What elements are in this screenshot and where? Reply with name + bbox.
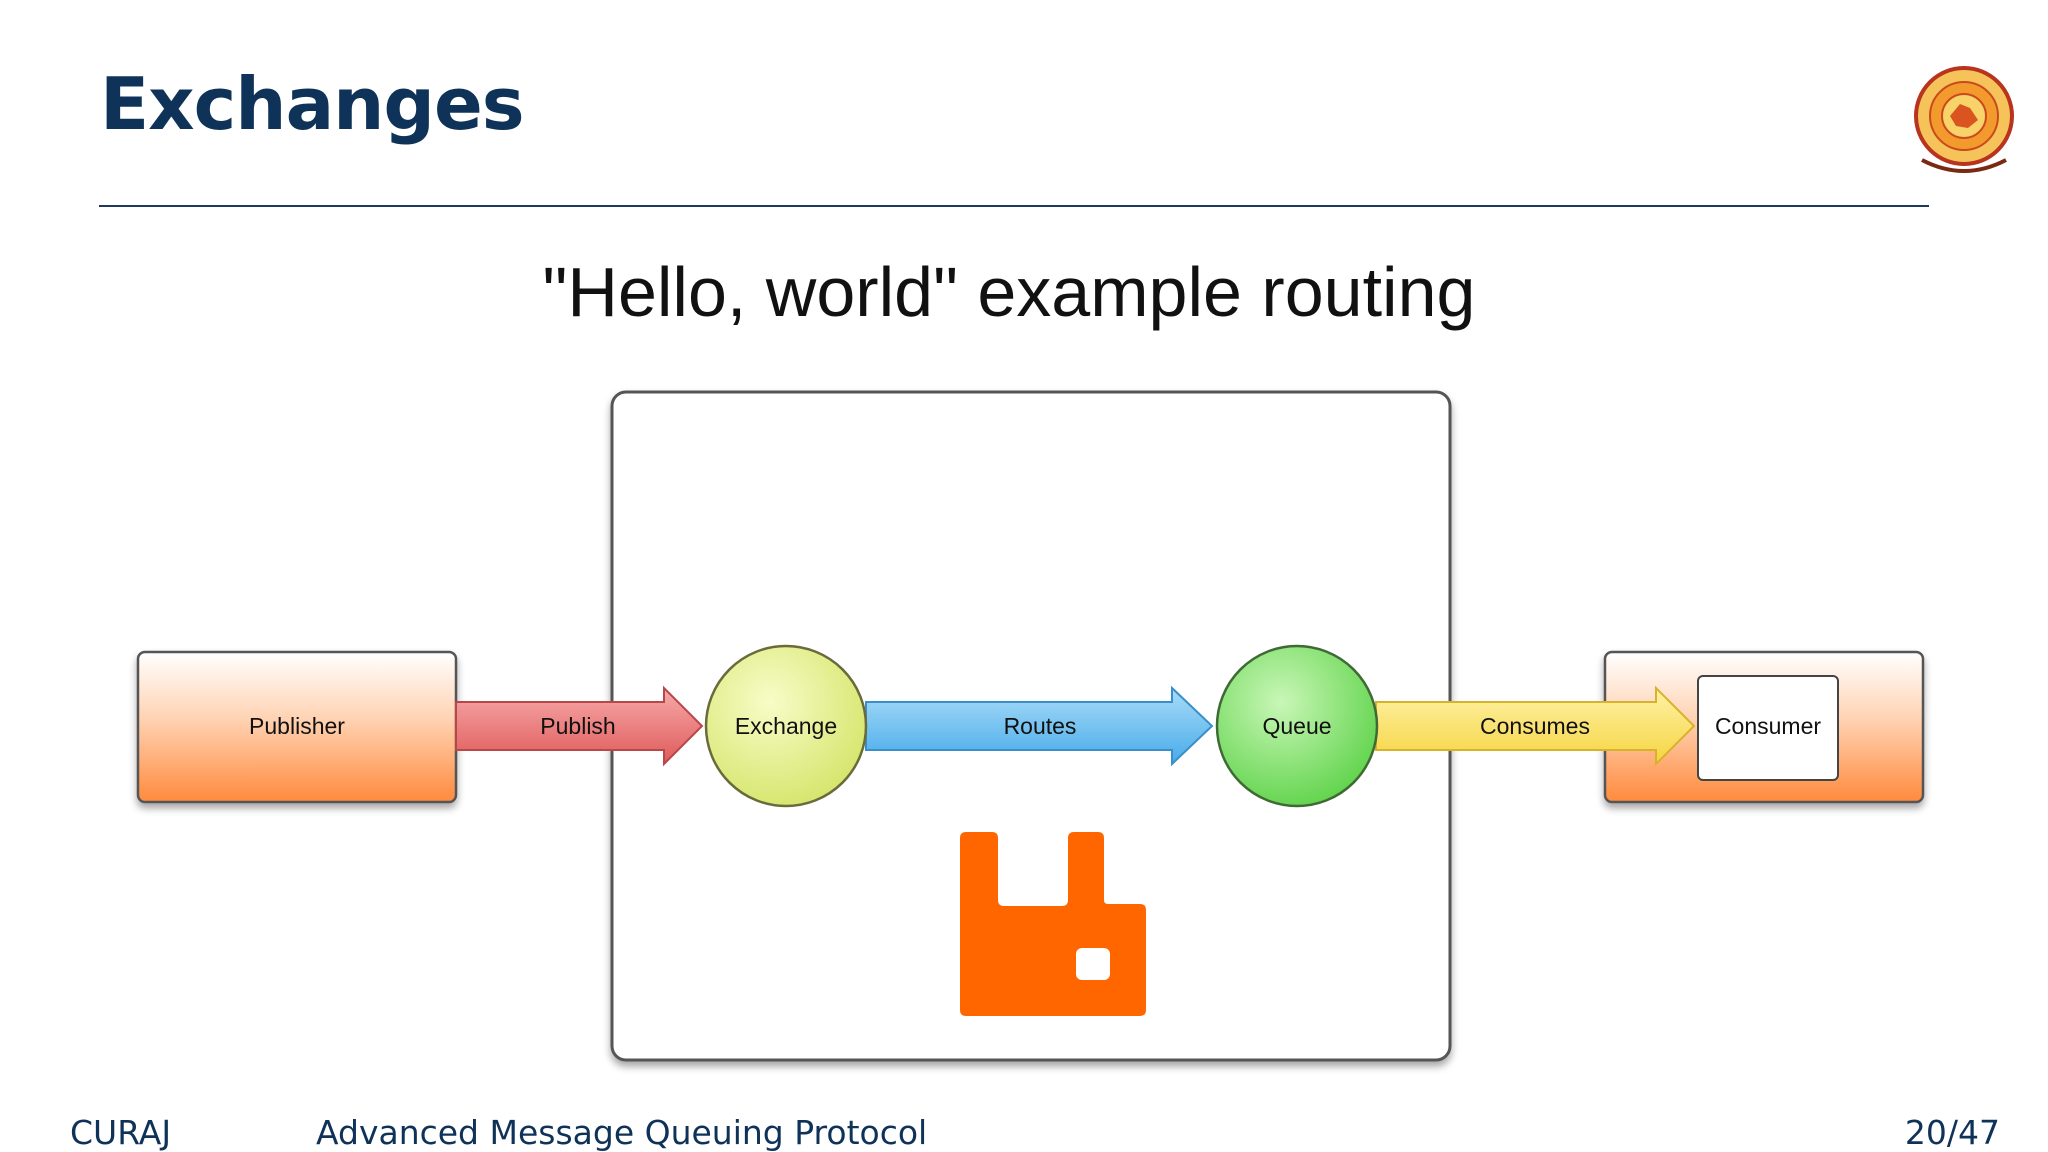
diagram-title: "Hello, world" example routing: [542, 253, 1476, 331]
consumes-label: Consumes: [1480, 713, 1590, 739]
publisher-label: Publisher: [249, 713, 345, 739]
routes-arrow: [865, 685, 1214, 767]
queue-label: Queue: [1262, 713, 1331, 739]
exchange-label: Exchange: [735, 713, 837, 739]
queue-node: [1215, 644, 1379, 808]
footer-institution: CURAJ: [70, 1113, 172, 1152]
publish-arrow: [455, 685, 704, 767]
consumer-box: [1697, 675, 1839, 781]
publish-label: Publish: [540, 713, 615, 739]
routes-label: Routes: [1004, 713, 1077, 739]
consumes-arrow: [1375, 685, 1696, 767]
exchange-node: [704, 644, 868, 808]
slide-title: Exchanges: [100, 62, 525, 146]
footer-page-number: 20/47: [1904, 1113, 2000, 1152]
title-divider: [99, 205, 1929, 207]
footer-presentation-title: Advanced Message Queuing Protocol: [316, 1113, 928, 1152]
university-seal-icon: [1914, 66, 2014, 173]
consumer-label: Consumer: [1715, 713, 1821, 739]
rabbitmq-logo-icon: [960, 832, 1146, 1016]
